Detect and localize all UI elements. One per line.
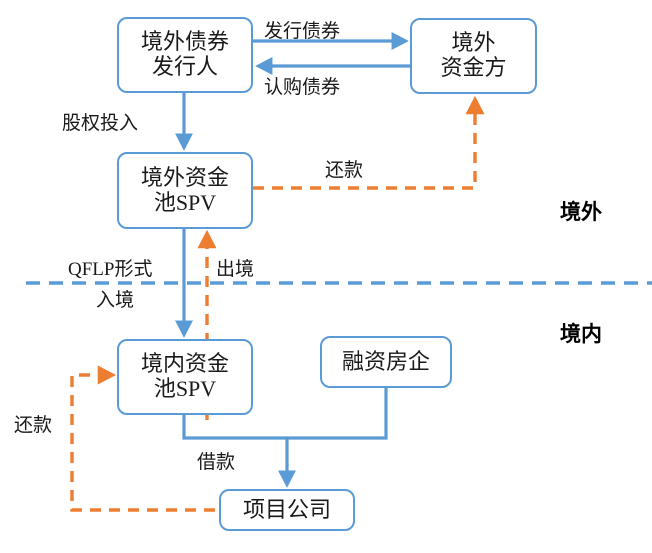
edge-label-repay-offshore: 还款 bbox=[325, 160, 364, 181]
node-label: 融资房企 bbox=[341, 348, 430, 374]
edge-onshore-spv-down bbox=[182, 415, 287, 440]
node-label: 境内资金 池SPV bbox=[140, 351, 229, 401]
edge-label-inbound: 入境 bbox=[96, 290, 135, 311]
edge-developer-down bbox=[287, 388, 388, 440]
edge-label-issue-bond: 发行债券 bbox=[264, 21, 341, 42]
edge-repay-onshore bbox=[70, 365, 215, 512]
node-onshore-spv[interactable]: 境内资金 池SPV bbox=[117, 339, 253, 415]
edge-label-repay-onshore: 还款 bbox=[14, 415, 53, 436]
node-label: 境外 资金方 bbox=[440, 30, 507, 80]
edge-repay-offshore bbox=[253, 95, 485, 190]
node-offshore-bond-issuer[interactable]: 境外债券 发行人 bbox=[117, 17, 253, 93]
node-project-company[interactable]: 项目公司 bbox=[219, 489, 355, 531]
edge-label-subscribe-bond: 认购债券 bbox=[264, 77, 341, 98]
node-label: 境外资金 池SPV bbox=[140, 164, 229, 215]
edge-label-qflp-form: QFLP形式 bbox=[68, 259, 153, 280]
region-label-onshore: 境内 bbox=[560, 323, 602, 346]
node-label: 项目公司 bbox=[242, 496, 331, 522]
node-financing-developer[interactable]: 融资房企 bbox=[320, 336, 452, 388]
edge-label-equity-input: 股权投入 bbox=[62, 113, 139, 134]
node-offshore-investor[interactable]: 境外 资金方 bbox=[410, 18, 537, 94]
node-offshore-spv[interactable]: 境外资金 池SPV bbox=[117, 152, 253, 229]
region-label-offshore: 境外 bbox=[560, 201, 602, 224]
edge-label-loan: 借款 bbox=[197, 452, 236, 473]
node-label: 境外债券 发行人 bbox=[140, 29, 229, 79]
edge-label-outbound: 出境 bbox=[216, 259, 255, 280]
